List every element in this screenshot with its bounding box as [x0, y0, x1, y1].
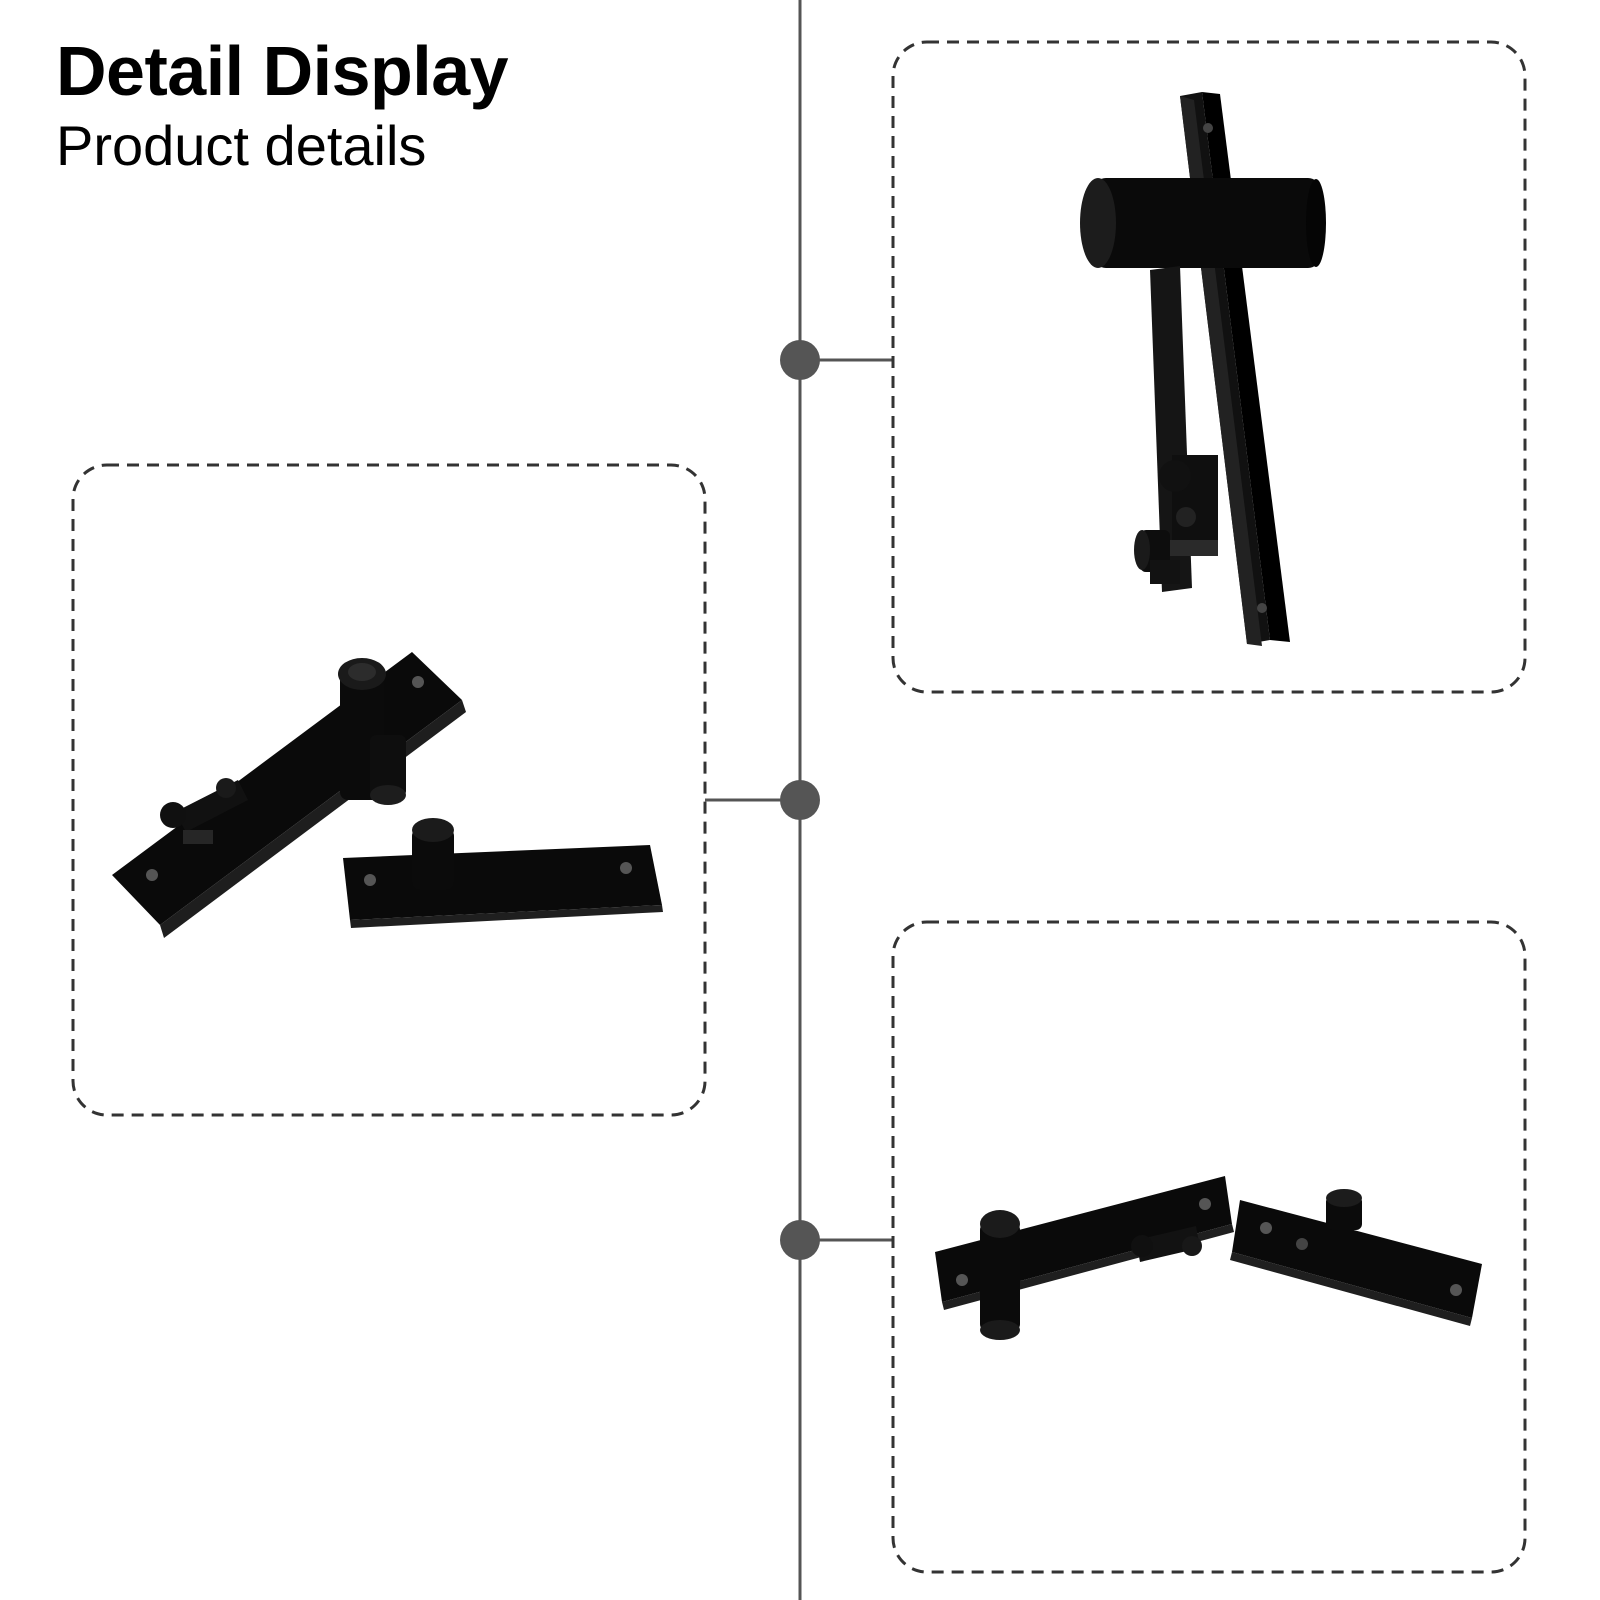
product-image-top-right [1080, 92, 1326, 646]
timeline-dot-3 [780, 1220, 820, 1260]
page-title: Detail Display [56, 32, 509, 110]
panel-frame-bottom-right [891, 920, 1527, 1574]
product-image-bottom-right [935, 1176, 1482, 1340]
page-subtitle: Product details [56, 114, 427, 177]
heading: Detail Display Product details [56, 32, 509, 177]
panel-frame-top-right [891, 40, 1527, 694]
product-image-left [112, 652, 663, 938]
panel-frame-left [71, 463, 707, 1117]
timeline-dot-1 [780, 340, 820, 380]
timeline-dot-2 [780, 780, 820, 820]
